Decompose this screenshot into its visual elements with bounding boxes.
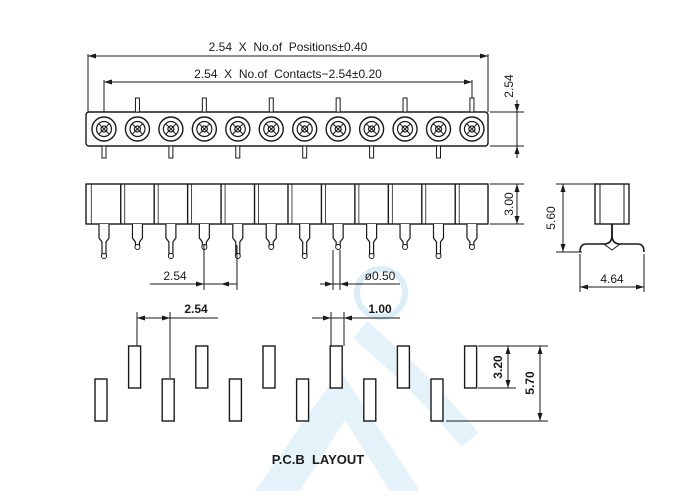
front-contact [354,184,378,259]
dim-pitch-label: 2.54 [163,269,187,283]
dim-contacts-label: 2.54 X No.of Contacts−2.54±0.20 [194,67,382,81]
front-contact [153,184,177,259]
side-view: 5.60 4.64 [544,183,645,292]
pcb-pad [228,378,243,422]
pcb-layout: 2.54 1.00 3.20 5.70 P.C.B LAYOUT [94,302,548,467]
dim-total-height-label: 5.60 [544,206,558,230]
pcb-dim-pad-length-label: 3.20 [491,355,505,379]
pcb-pad [262,345,276,389]
pcb-pad [463,345,478,389]
front-contact [320,184,344,250]
pcb-pad [195,345,209,389]
front-contact [120,184,144,250]
front-contact [220,184,244,259]
pcb-pad [430,378,444,422]
top-contact [225,116,251,159]
pcb-pad [295,378,310,422]
top-contact [258,97,284,142]
pcb-pad [363,378,377,422]
pcb-dim-row-span-label: 5.70 [523,371,537,395]
dim-body-height-label: 3.00 [502,192,516,216]
front-contact [253,184,277,250]
top-contact [191,97,218,142]
dim-pin-dia-label: ø0.50 [365,269,396,283]
top-contact [358,116,385,159]
top-contact [392,97,418,142]
front-contact [454,184,478,250]
front-contact [287,184,311,259]
top-contact [158,116,184,159]
dim-positions-label: 2.54 X No.of Positions±0.40 [209,40,368,54]
pcb-dim-pad-width-label: 1.00 [368,302,392,316]
top-view: 2.54 X No.of Positions±0.40 2.54 X No.of… [85,40,524,159]
front-contact [90,184,110,259]
top-contact [91,116,117,159]
top-contact [292,116,318,159]
top-contact [425,116,452,159]
dim-width-label: 4.64 [600,272,624,286]
pcb-layout-title: P.C.B LAYOUT [272,452,365,467]
dim-height-label: 2.54 [502,74,516,98]
top-contact [325,97,351,142]
pcb-pad [127,345,142,389]
pcb-pad [329,345,343,389]
pcb-pad [161,378,175,422]
pcb-pad [94,378,108,422]
pcb-dim-pitch-label: 2.54 [184,302,208,316]
front-contact [421,184,445,259]
top-contact [459,97,485,142]
front-view: 3.00 2.54 ø0.50 [85,183,524,290]
pcb-pad [396,345,411,389]
front-contact [387,184,411,250]
watermark-logo [255,266,479,491]
top-contact [124,97,151,142]
